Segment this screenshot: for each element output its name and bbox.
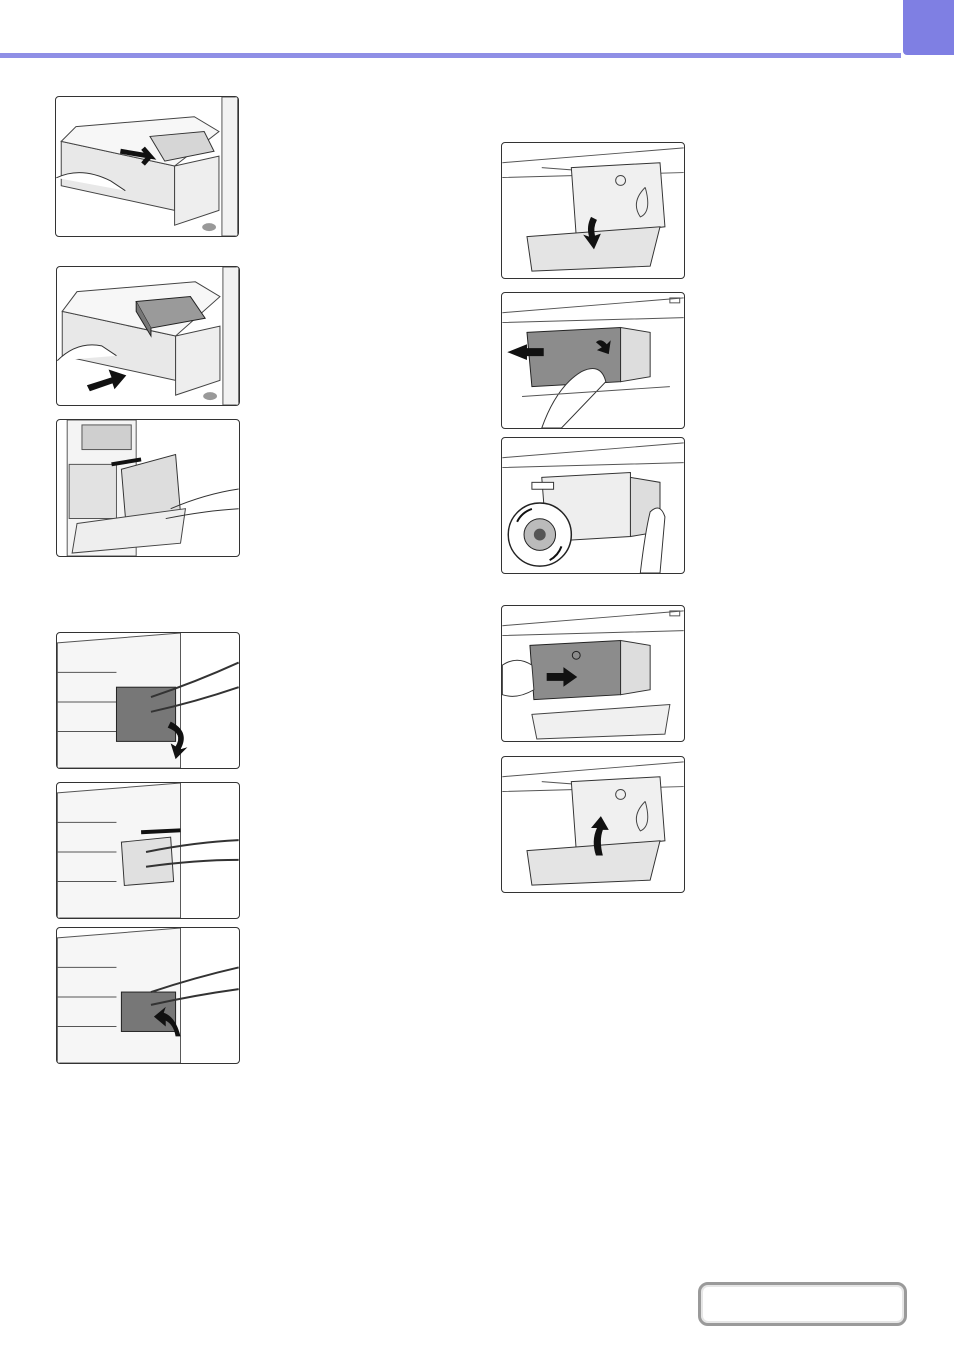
lower-cover-close-illustration [56,927,240,1064]
chapter-tab[interactable] [903,0,954,55]
contents-button[interactable] [698,1282,907,1326]
fusing-unit-pull-illustration [501,292,685,429]
front-cover-open-illustration [501,142,685,279]
roller-knob-rotate-illustration [501,437,685,574]
header-bar [0,53,901,58]
fusing-unit-push-illustration [501,605,685,742]
tray-insert-paper-illustration [56,266,240,406]
tray-remove-paper-illustration [55,96,239,237]
lower-cover-remove-paper-illustration [56,782,240,919]
front-cover-close-illustration [501,756,685,893]
side-cover-open-illustration [56,419,240,557]
lower-cover-open-illustration [56,632,240,769]
